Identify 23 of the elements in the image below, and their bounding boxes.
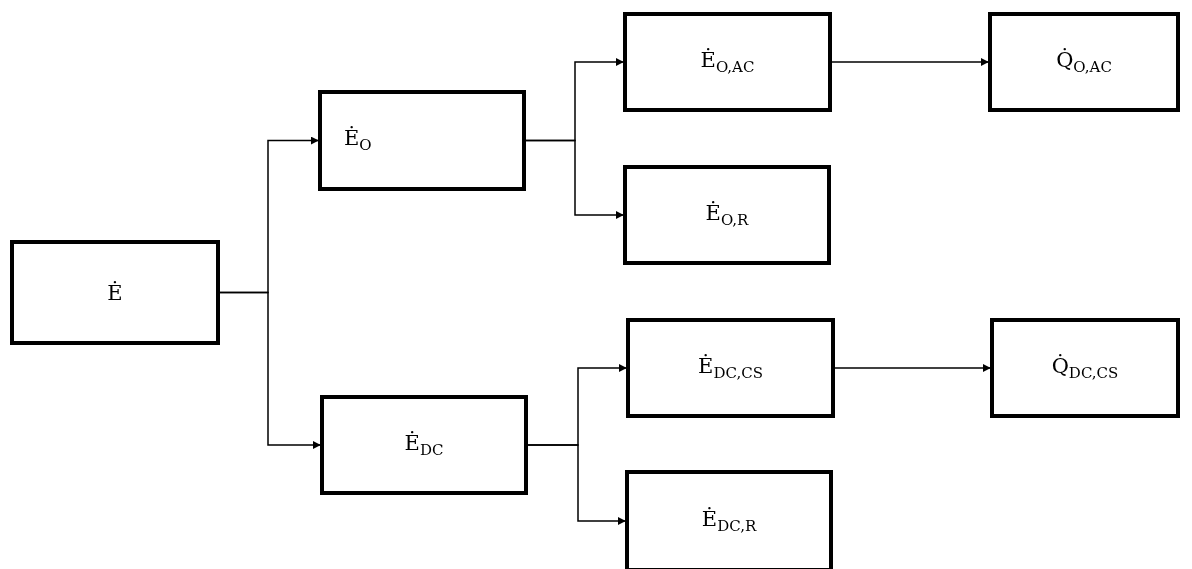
quantity-symbol: Q̇$_{DC,CS}$ bbox=[1051, 353, 1119, 383]
quantity-symbol: Ė$_{O,AC}$ bbox=[700, 47, 755, 77]
arrow bbox=[219, 291, 321, 449]
quantity-symbol: Ė$_{DC}$ bbox=[404, 430, 444, 460]
quantity-symbol: Ė$_{DC,R}$ bbox=[701, 506, 757, 536]
process-box bbox=[626, 318, 835, 418]
process-box bbox=[988, 12, 1180, 112]
process-box bbox=[625, 470, 833, 569]
process-box bbox=[10, 240, 220, 345]
quantity-symbol: Ė$_{DC,CS}$ bbox=[698, 353, 763, 383]
arrow bbox=[834, 364, 991, 372]
quantity-symbol: Q̇$_{O,AC}$ bbox=[1056, 47, 1112, 77]
arrow bbox=[525, 139, 624, 219]
process-box bbox=[318, 90, 526, 191]
process-box bbox=[990, 318, 1180, 418]
process-box bbox=[320, 395, 528, 495]
arrow bbox=[831, 58, 989, 66]
arrow bbox=[527, 444, 626, 525]
quantity-symbol: Ė$_{O}$ bbox=[344, 126, 372, 155]
quantity-symbol: Ė bbox=[107, 280, 123, 305]
process-box bbox=[623, 165, 831, 265]
process-box bbox=[623, 12, 832, 112]
quantity-symbol: Ė$_{O,R}$ bbox=[705, 200, 749, 230]
